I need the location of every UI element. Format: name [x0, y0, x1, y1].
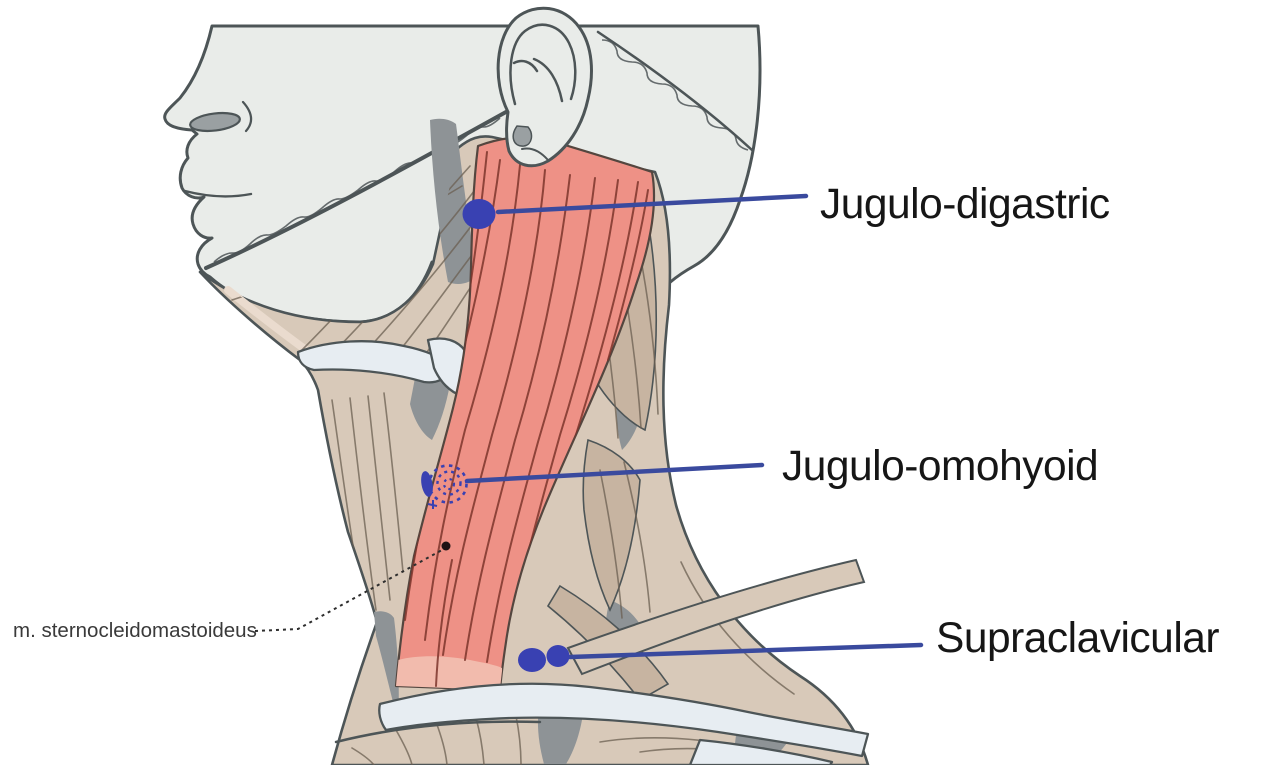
label-jugulo-omohyoid: Jugulo-omohyoid — [782, 443, 1099, 490]
ear-antihelix — [512, 57, 564, 103]
digastric-tendon — [224, 286, 310, 354]
jugulo-omohyoid-node-marker — [421, 464, 468, 509]
jugulo-digastric-leader-line — [495, 193, 809, 215]
chest-muscle-edge — [334, 720, 542, 744]
ear-helix — [509, 23, 577, 106]
ear-lobe-line — [521, 147, 549, 161]
nose-alar-crease — [241, 100, 253, 133]
label-sternocleidomastoideus: m. sternocleidomastoideus — [13, 619, 257, 642]
scm-tendon — [396, 656, 502, 690]
label-jugulo-digastric: Jugulo-digastric — [820, 181, 1110, 228]
jawline — [204, 110, 508, 270]
mouth-line — [183, 189, 253, 198]
ear — [496, 6, 593, 168]
skull-suture-zigzag — [601, 39, 749, 151]
omohyoid-muscle-band — [566, 558, 866, 676]
nostril — [189, 111, 241, 133]
clavicle-bone — [378, 682, 870, 758]
jugulo-omohyoid-leader-line — [464, 462, 765, 484]
scm-pointer-line — [254, 549, 443, 632]
acromion-highlight — [688, 738, 834, 765]
scm-pointer-dot — [441, 541, 451, 551]
supraclavicular-node-marker — [518, 645, 570, 672]
jugulo-digastric-node-marker — [462, 199, 496, 229]
ear-concha-shadow — [512, 125, 533, 147]
sternocleidomastoid-muscle — [394, 135, 656, 692]
supraclavicular-leader-line — [567, 642, 924, 660]
label-supraclavicular: Supraclavicular — [936, 615, 1220, 662]
